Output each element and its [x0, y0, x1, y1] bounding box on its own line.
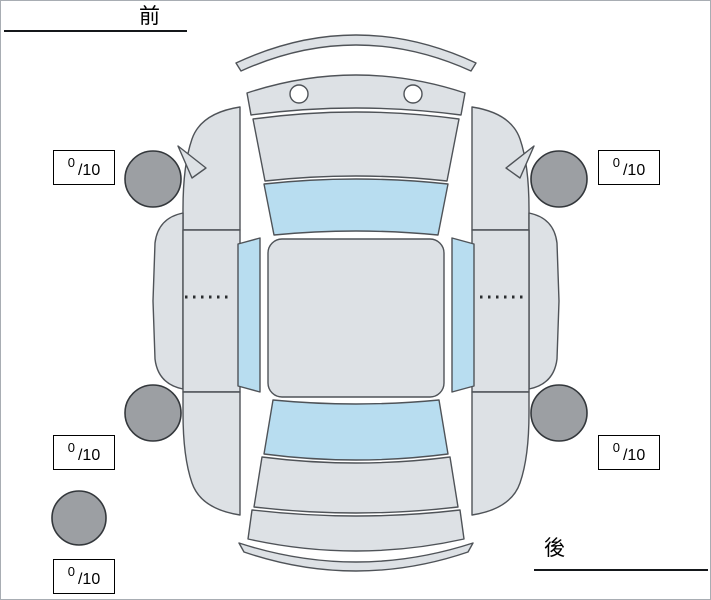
right-door-panel: [471, 229, 530, 393]
tire-rear-right: [530, 384, 588, 442]
tire-score-denominator: /10: [77, 446, 101, 464]
tire-front-right: [530, 150, 588, 208]
tire-score-value: 0: [67, 155, 75, 170]
tire-score-denominator: /10: [77, 161, 101, 179]
tire-rear-left: [124, 384, 182, 442]
tire-score-front-right: 0 /10: [598, 150, 660, 185]
right-window-glass: [451, 237, 475, 393]
roof-panel: [267, 238, 445, 398]
left-front-fender: [182, 106, 241, 231]
tire-score-rear-right: 0 /10: [598, 435, 660, 470]
tire-spare: [51, 490, 107, 546]
trunk-panel: [253, 456, 459, 514]
tire-score-value: 0: [612, 155, 620, 170]
right-side-sill: [528, 212, 560, 390]
tire-score-value: 0: [67, 564, 75, 579]
left-door-panel: [182, 229, 241, 393]
hood-panel: [252, 111, 460, 182]
tire-score-denominator: /10: [622, 161, 646, 179]
tire-score-value: 0: [67, 440, 75, 455]
front-bumper-arc: [235, 34, 477, 72]
tire-score-spare: 0 /10: [53, 559, 115, 594]
right-rear-fender: [471, 391, 530, 516]
rear-label: 後: [544, 537, 566, 560]
rear-bumper-arc: [238, 542, 474, 572]
left-mirror: [177, 145, 207, 179]
left-side-sill: [152, 212, 184, 390]
front-hood-circle-right: [403, 84, 423, 104]
tire-front-left: [124, 150, 182, 208]
rear-bumper: [247, 509, 465, 552]
right-front-fender: [471, 106, 530, 231]
left-rear-fender: [182, 391, 241, 516]
front-label: 前: [139, 5, 161, 28]
tire-score-value: 0: [612, 440, 620, 455]
front-bumper: [246, 74, 466, 116]
rear-window-glass: [263, 399, 449, 461]
front-underline: [4, 30, 187, 32]
tire-score-front-left: 0 /10: [53, 150, 115, 185]
windshield-glass: [263, 178, 449, 236]
front-hood-circle-left: [289, 84, 309, 104]
tire-score-denominator: /10: [622, 446, 646, 464]
left-window-glass: [237, 237, 261, 393]
tire-score-denominator: /10: [77, 570, 101, 588]
rear-underline: [534, 569, 708, 571]
tire-score-rear-left: 0 /10: [53, 435, 115, 470]
right-mirror: [505, 145, 535, 179]
